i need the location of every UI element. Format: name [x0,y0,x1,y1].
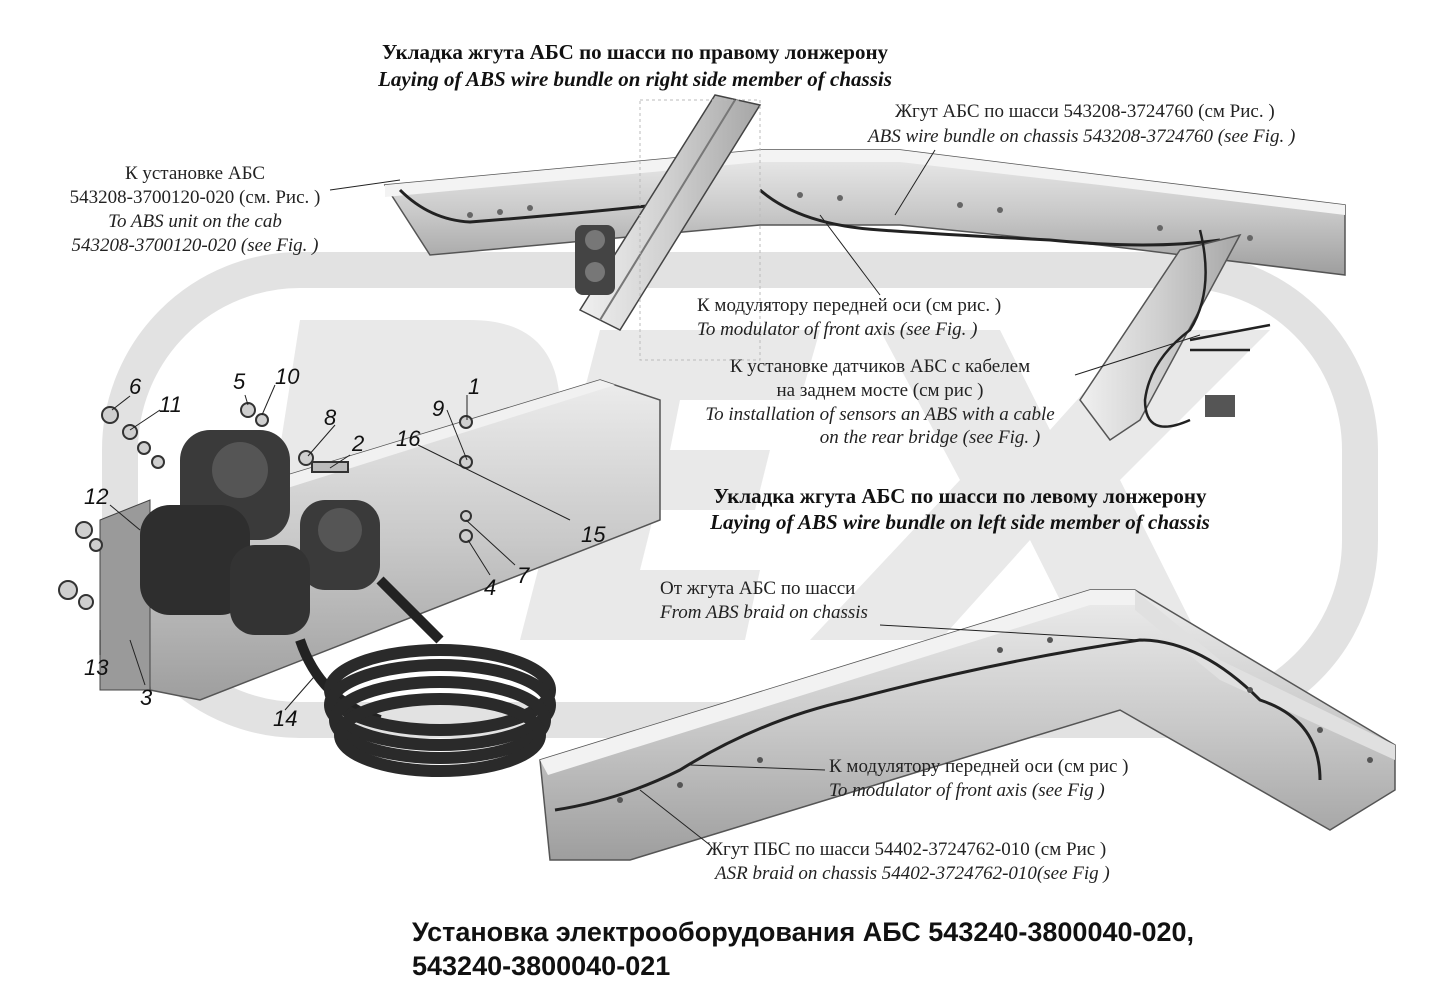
sensors-label-en2: on the rear bridge (see Fig. ) [819,427,1041,448]
abs-unit-label-ru2: 543208-3700120-020 (см. Рис. ) [69,187,321,208]
part-number-16: 16 [396,426,421,451]
abs-unit-label-ru1: К установке АБС [124,163,266,184]
abs-unit-label-en2: 543208-3700120-020 (see Fig. ) [71,235,319,256]
asr-braid-label-en: ASR braid on chassis 54402-3724762-010(s… [715,863,1110,884]
part-number-15: 15 [581,522,606,547]
inset-rail [575,94,762,361]
sensors-label-ru2: на заднем мосте (см рис ) [776,380,984,401]
left-side-member [539,589,1396,861]
bundle-chassis-label-en: ABS wire bundle on chassis 543208-372476… [868,126,1296,147]
part-number-10: 10 [275,364,300,389]
modulator-top-label-en: To modulator of front axis (see Fig. ) [697,319,978,340]
sensors-label-en1: To installation of sensors an ABS with a… [705,404,1055,425]
right-member-title-ru: Укладка жгута АБС по шасси по правому ло… [381,40,889,64]
bundle-chassis-label-ru: Жгут АБС по шасси 543208-3724760 (см Рис… [895,101,1275,122]
connector-assembly [58,379,661,777]
modulator-bottom-label-en: To modulator of front axis (see Fig ) [829,780,1105,801]
from-braid-label-en: From ABS braid on chassis [660,602,868,623]
from-braid-label-ru: От жгута АБС по шасси [660,578,856,599]
part-number-2: 2 [352,431,365,456]
left-member-title-ru: Укладка жгута АБС по шасси по левому лон… [713,484,1207,508]
part-number-8: 8 [324,405,337,430]
leader-lines [329,149,1201,846]
modulator-top-label-ru: К модулятору передней оси (см рис. ) [697,295,1002,316]
part-number-11: 11 [159,392,182,417]
part-number-13: 13 [84,655,109,680]
right-member-title-en: Laying of ABS wire bundle on right side … [378,67,892,91]
asr-braid-label-ru: Жгут ПБС по шасси 54402-3724762-010 (см … [706,839,1107,860]
part-number-9: 9 [432,396,445,421]
part-number-5: 5 [233,369,246,394]
abs-unit-label-en1: To ABS unit on the cab [108,211,282,232]
part-number-3: 3 [140,685,153,710]
modulator-bottom-label-ru: К модулятору передней оси (см рис ) [829,756,1129,777]
part-number-7: 7 [517,563,530,588]
part-number-6: 6 [129,374,142,399]
part-number-14: 14 [273,706,298,731]
right-side-member [383,149,1346,442]
part-number-1: 1 [468,374,481,399]
figure-caption-line2: 543240-3800040-021 [412,951,671,981]
sensors-label-ru1: К установке датчиков АБС с кабелем [729,356,1031,377]
figure-caption-line1: Установка электрооборудования АБС 543240… [412,917,1195,947]
part-number-4: 4 [484,575,497,600]
part-number-12: 12 [84,484,109,509]
left-member-title-en: Laying of ABS wire bundle on left side m… [710,510,1210,534]
